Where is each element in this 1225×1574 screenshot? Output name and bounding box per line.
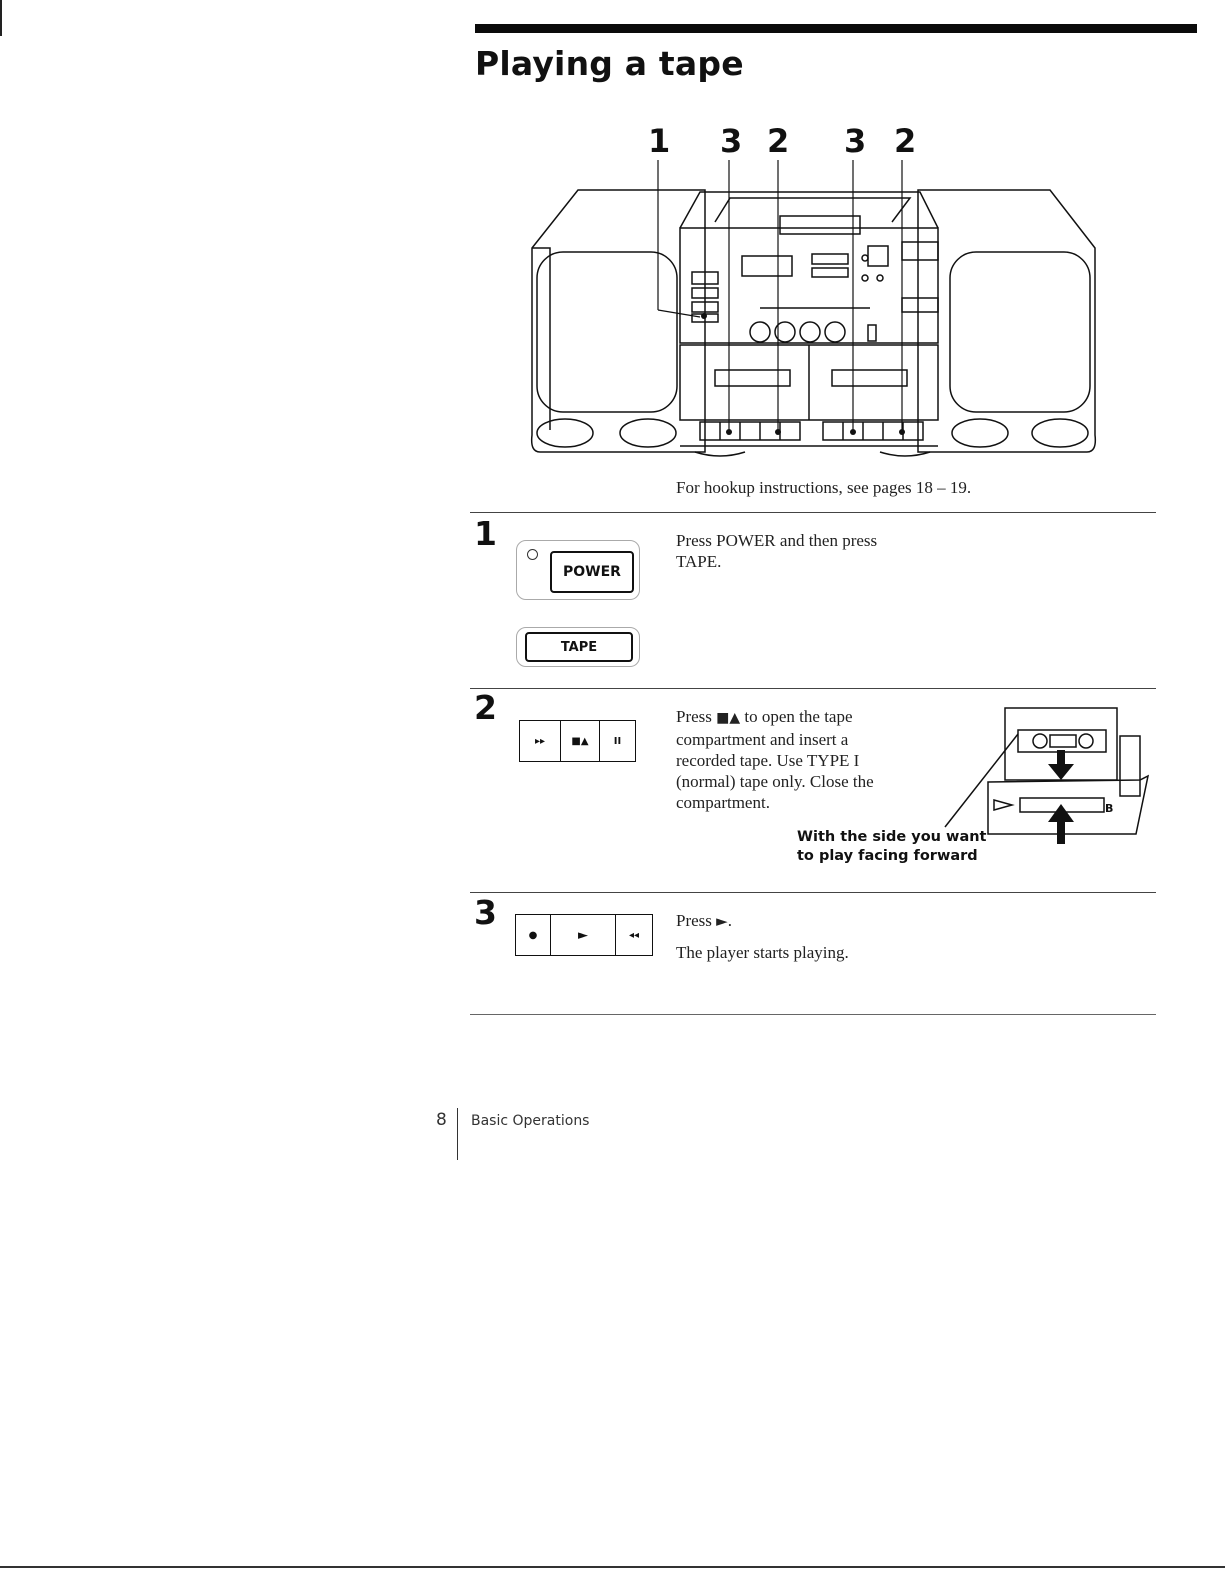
note-line-1: With the side you want — [797, 829, 987, 845]
page-title: Playing a tape — [475, 44, 744, 83]
record-key[interactable]: ● — [516, 915, 551, 955]
page-number: 8 — [436, 1110, 447, 1130]
step-3-text: Press ►. The player starts playing. — [676, 910, 849, 963]
step-1-number: 1 — [474, 514, 497, 553]
step-1-text: Press POWER and then press TAPE. — [676, 530, 877, 572]
stop-eject-symbol: ■▲ — [716, 710, 741, 726]
step-divider-2 — [470, 688, 1156, 689]
power-panel: POWER — [516, 540, 640, 600]
step-3-line-2: The player starts playing. — [676, 943, 849, 962]
cassette-orientation-note: With the side you want to play facing fo… — [797, 828, 986, 866]
tape-panel: TAPE — [516, 627, 640, 667]
stop-eject-key[interactable]: ■▲ — [561, 721, 600, 761]
step-3-line-1: Press ►. — [676, 910, 849, 932]
callout-1: 1 — [648, 122, 671, 160]
step-1-line-1: Press POWER and then press — [676, 531, 878, 550]
step-2-pre: Press — [676, 707, 717, 726]
step-2-line-5: compartment. — [676, 793, 770, 812]
edge-mark — [0, 0, 2, 36]
step-3-pre: Press — [676, 911, 717, 930]
header-rule — [475, 24, 1197, 33]
rewind-key[interactable]: ◂◂ — [628, 929, 640, 941]
callout-3a: 3 — [720, 122, 743, 160]
section-name: Basic Operations — [471, 1113, 590, 1129]
fast-forward-key[interactable]: ▸▸ — [520, 721, 561, 761]
step-divider-end — [470, 1014, 1156, 1015]
note-line-2: to play facing forward — [797, 848, 978, 864]
step-2-line-4: (normal) tape only. Close the — [676, 772, 874, 791]
step-2-post: to open the tape — [740, 707, 853, 726]
cassette-insert-illustration: B — [944, 707, 1150, 844]
step-divider-3 — [470, 892, 1156, 893]
boombox-illustration — [530, 160, 1097, 457]
footer-divider — [457, 1108, 458, 1160]
step-1-line-2: TAPE. — [676, 552, 722, 571]
pause-key[interactable]: II — [613, 735, 622, 747]
play-symbol: ► — [716, 912, 728, 930]
tape-button[interactable]: TAPE — [525, 632, 633, 662]
step-3-post: . — [727, 911, 732, 930]
callout-2b: 2 — [894, 122, 917, 160]
svg-text:B: B — [1105, 802, 1113, 815]
play-key-strip: ● ► ◂◂ — [515, 914, 653, 956]
hookup-note: For hookup instructions, see pages 18 – … — [676, 478, 972, 497]
step-2-line-1: Press ■▲ to open the tape — [676, 706, 946, 729]
step-2-line-2: compartment and insert a — [676, 730, 849, 749]
step-2-text: Press ■▲ to open the tape compartment an… — [676, 706, 946, 813]
step-2-number: 2 — [474, 688, 497, 727]
play-key[interactable]: ► — [551, 915, 616, 955]
step-3-number: 3 — [474, 893, 497, 932]
power-indicator-led — [527, 549, 538, 560]
callout-3b: 3 — [844, 122, 867, 160]
step-divider-1 — [470, 512, 1156, 513]
scan-bottom-edge — [0, 1566, 1225, 1568]
callout-2a: 2 — [767, 122, 790, 160]
step-2-line-3: recorded tape. Use TYPE I — [676, 751, 860, 770]
deck-key-strip: ▸▸ ■▲ II — [519, 720, 636, 762]
power-button[interactable]: POWER — [550, 551, 634, 593]
